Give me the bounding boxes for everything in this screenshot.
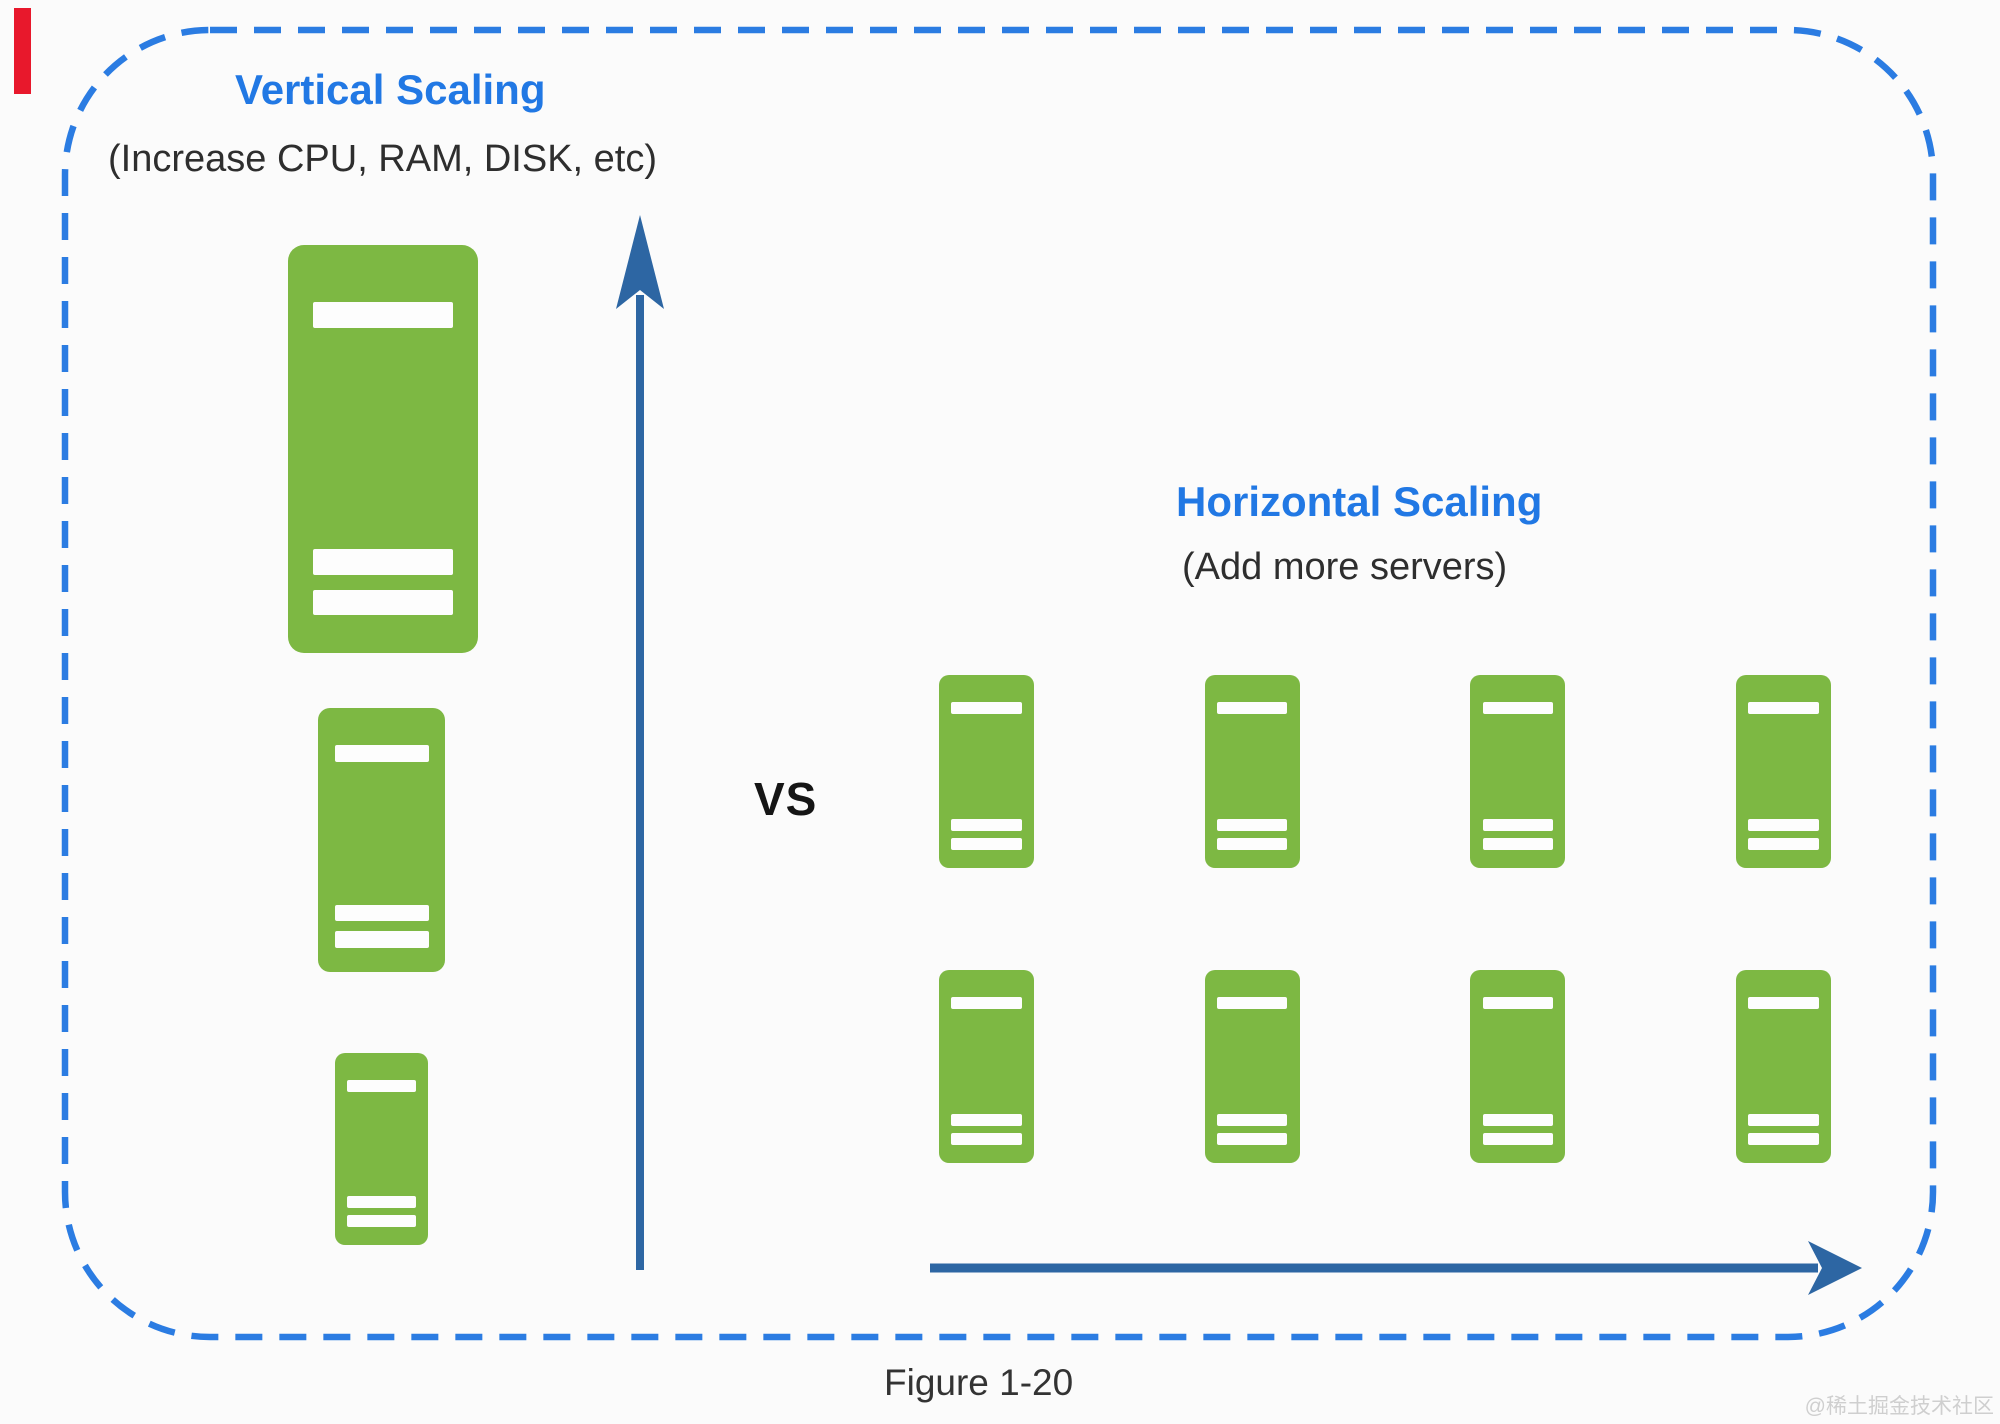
server-stripe bbox=[951, 1133, 1022, 1146]
server-stripe bbox=[1482, 1133, 1553, 1146]
server-stripe bbox=[1748, 997, 1819, 1010]
horizontal-arrow-head-icon bbox=[1808, 1241, 1862, 1295]
server-stripe bbox=[1217, 838, 1288, 851]
server-stripe bbox=[951, 997, 1022, 1010]
server-stripe bbox=[312, 589, 454, 616]
server-stripe bbox=[951, 1113, 1022, 1126]
server-stripe bbox=[1217, 702, 1288, 715]
server-stripe bbox=[951, 818, 1022, 831]
vertical-scaling-title: Vertical Scaling bbox=[235, 66, 546, 113]
server-stripe bbox=[312, 302, 454, 328]
server-stripe bbox=[1482, 1113, 1553, 1126]
red-marker-artifact bbox=[14, 8, 31, 94]
server-icon-small bbox=[335, 1053, 428, 1245]
server-stripe bbox=[1217, 1113, 1288, 1126]
server-stripe bbox=[347, 1215, 416, 1228]
server-stripe bbox=[1748, 1113, 1819, 1126]
server-stripe bbox=[1748, 838, 1819, 851]
server-icon bbox=[1735, 970, 1831, 1163]
server-icon-medium bbox=[318, 708, 445, 972]
vertical-arrow-head-icon bbox=[616, 215, 664, 309]
server-stripe bbox=[1748, 702, 1819, 715]
server-stripe bbox=[347, 1196, 416, 1209]
server-stripe bbox=[951, 838, 1022, 851]
server-stripe bbox=[1217, 1133, 1288, 1146]
server-stripe bbox=[1482, 997, 1553, 1010]
server-icon bbox=[1735, 675, 1831, 868]
server-stripe bbox=[312, 548, 454, 575]
server-icon bbox=[1204, 970, 1300, 1163]
server-stripe bbox=[1748, 818, 1819, 831]
server-icon bbox=[939, 675, 1034, 868]
server-stripe bbox=[1748, 1133, 1819, 1146]
server-icon bbox=[1470, 675, 1566, 868]
server-stripe bbox=[1482, 838, 1553, 851]
server-stripe bbox=[1217, 818, 1288, 831]
server-stripe bbox=[1482, 818, 1553, 831]
server-stripe bbox=[334, 904, 429, 922]
vs-label: VS bbox=[754, 773, 818, 825]
server-stripe bbox=[347, 1079, 416, 1092]
figure-caption: Figure 1-20 bbox=[884, 1362, 1074, 1403]
horizontal-server-grid bbox=[939, 675, 1831, 1163]
server-icon bbox=[939, 970, 1034, 1163]
server-icon-large bbox=[288, 245, 478, 653]
watermark: @稀土掘金技术社区 bbox=[1804, 1395, 1994, 1418]
server-icon bbox=[1204, 675, 1300, 868]
server-stripe bbox=[1217, 997, 1288, 1010]
horizontal-scaling-title: Horizontal Scaling bbox=[1176, 478, 1543, 525]
server-stripe bbox=[334, 931, 429, 948]
horizontal-scaling-subtitle: (Add more servers) bbox=[1182, 546, 1508, 588]
server-stripe bbox=[334, 744, 429, 762]
server-stripe bbox=[1482, 702, 1553, 715]
server-stripe bbox=[951, 702, 1022, 715]
server-icon bbox=[1470, 970, 1566, 1163]
vertical-scaling-subtitle: (Increase CPU, RAM, DISK, etc) bbox=[108, 138, 658, 180]
